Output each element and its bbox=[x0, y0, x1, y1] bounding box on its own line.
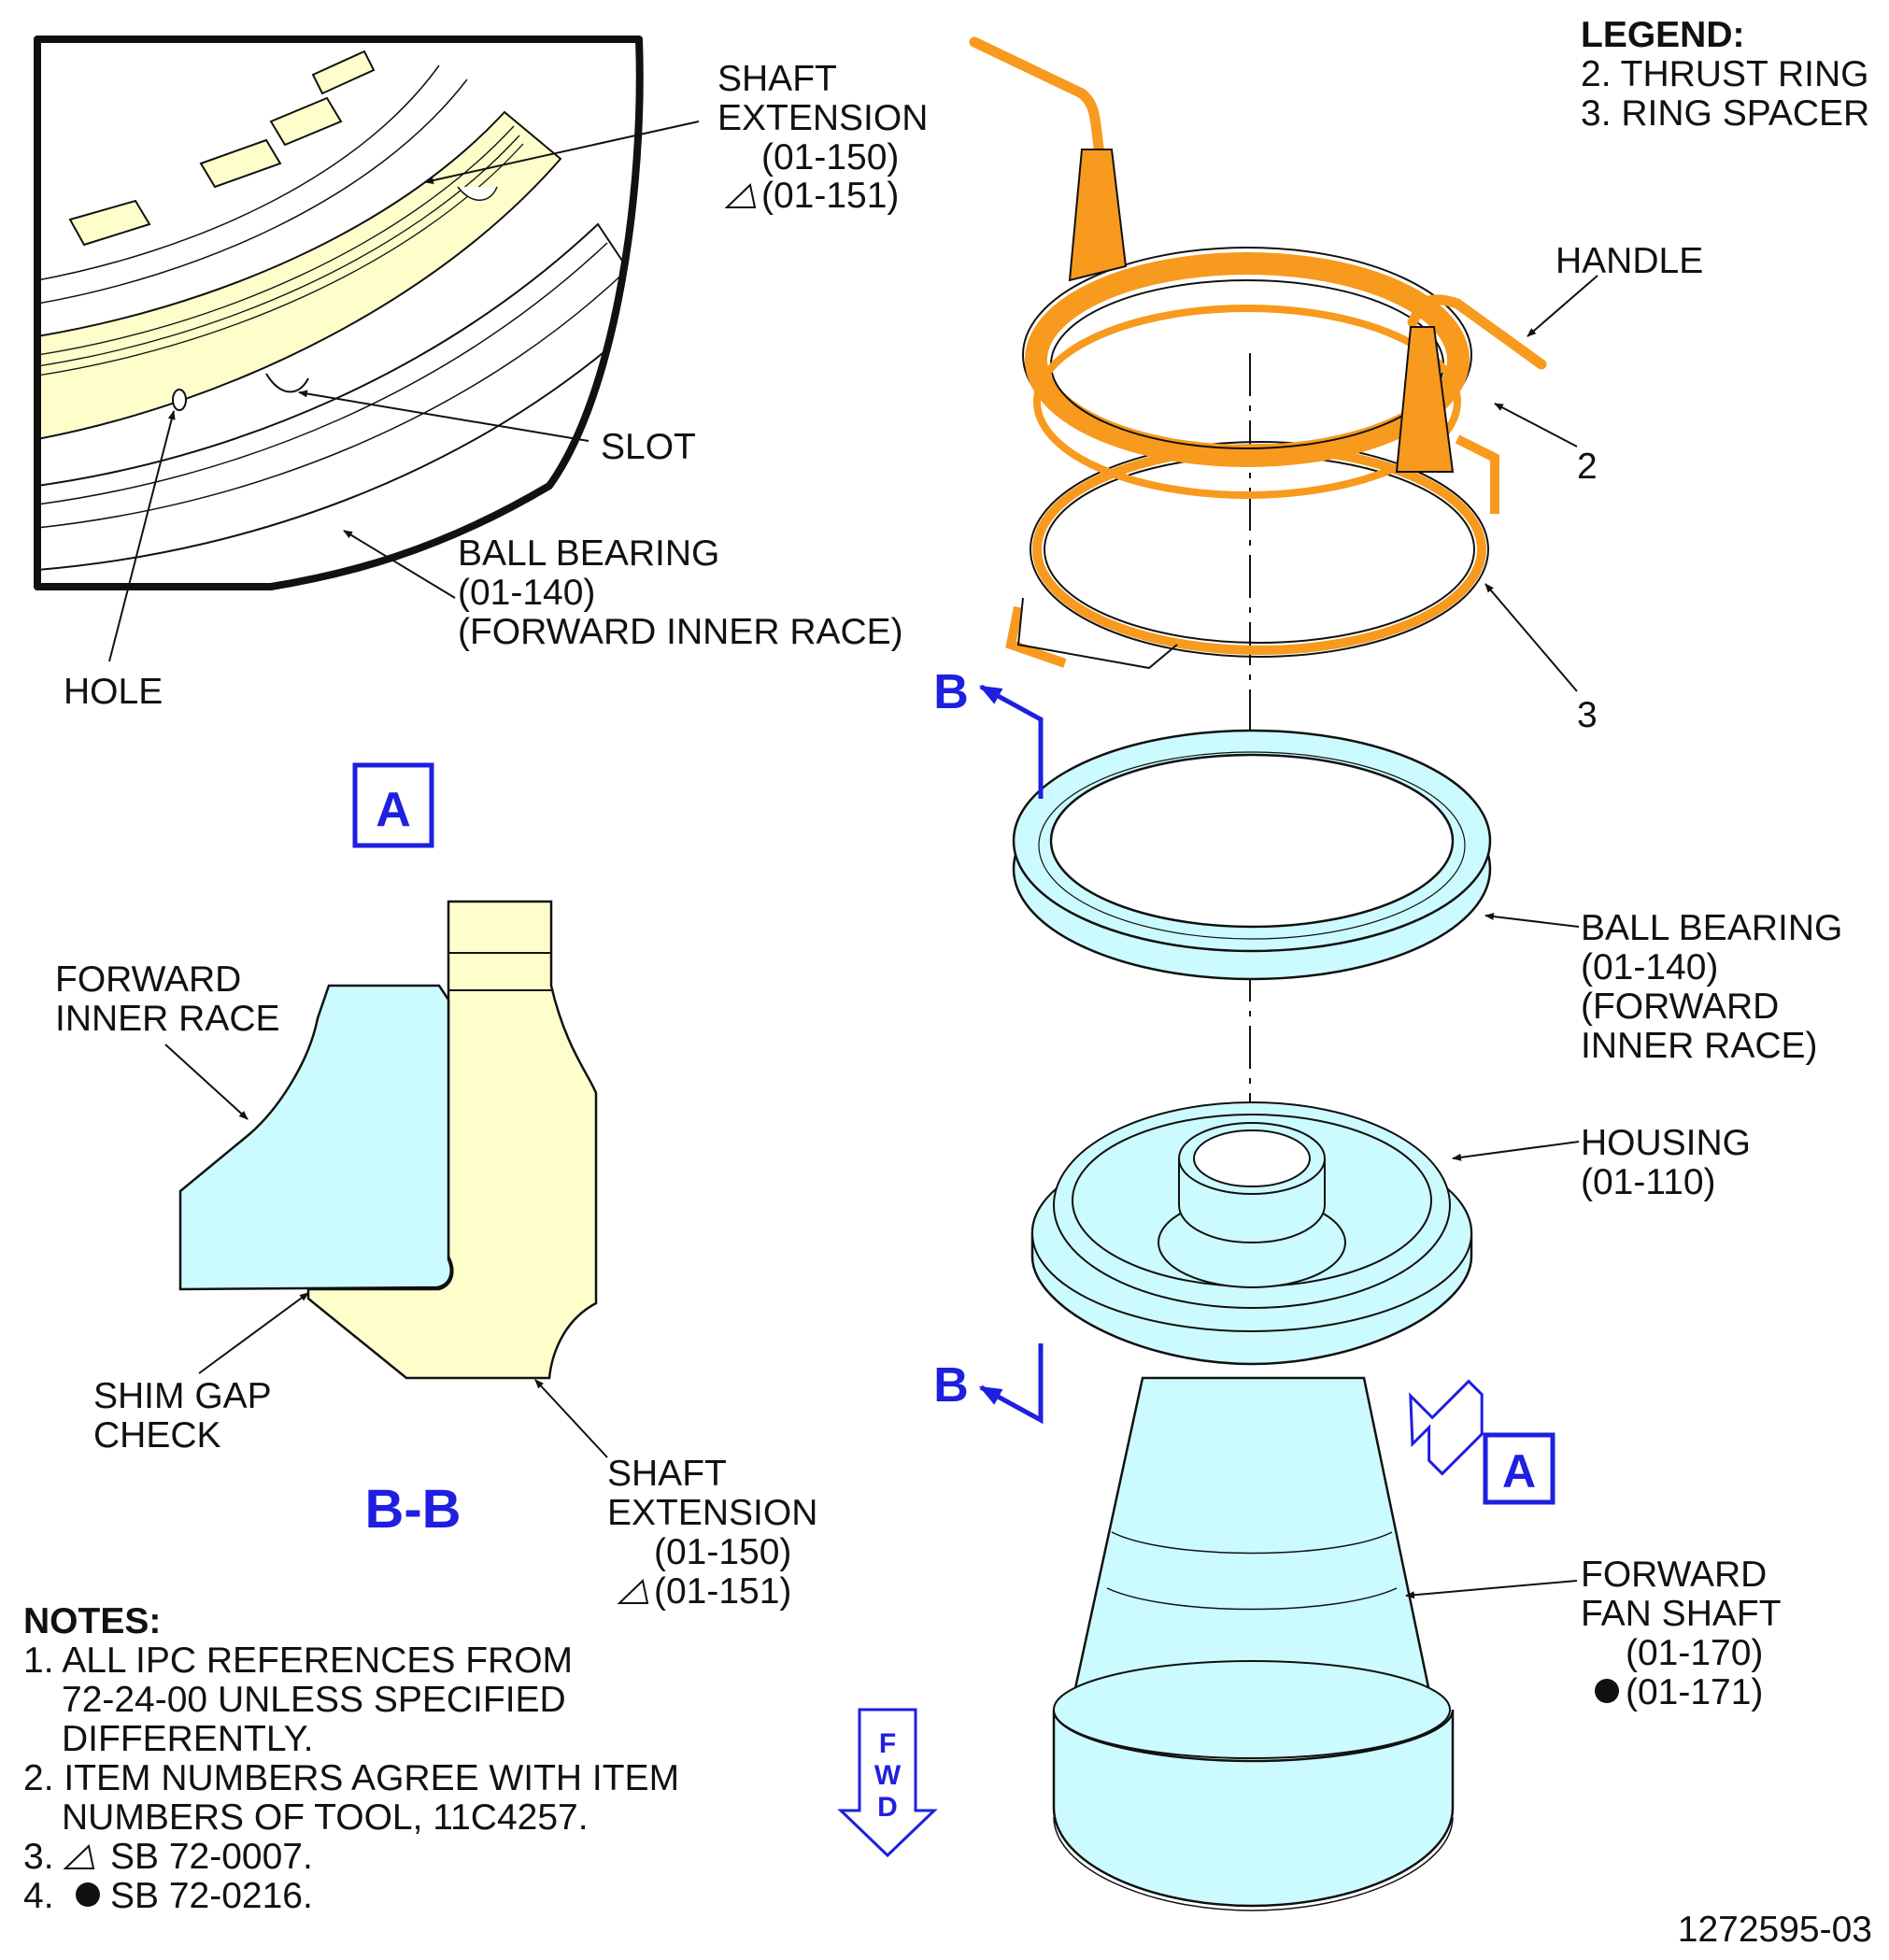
fan-shaft-label-1: FORWARD bbox=[1581, 1555, 1767, 1595]
sb-72-0007-flag-icon bbox=[617, 1579, 649, 1604]
legend-item-2: 3. RING SPACER bbox=[1581, 93, 1869, 134]
section-b-marker-bottom: B bbox=[933, 1358, 969, 1413]
ball-bearing-label-4: INNER RACE) bbox=[1581, 1026, 1818, 1066]
forward-fan-shaft bbox=[1052, 1376, 1455, 1911]
detail-slot-label: SLOT bbox=[601, 427, 696, 467]
sb-72-0216-dot-icon bbox=[1595, 1679, 1619, 1703]
notes-line-4: 2. ITEM NUMBERS AGREE WITH ITEM bbox=[23, 1758, 679, 1798]
notes-line-9: SB 72-0216. bbox=[110, 1876, 313, 1916]
ball-bearing-label-3: (FORWARD bbox=[1581, 987, 1779, 1027]
detail-shaft-extension-label-3: (01-150) bbox=[761, 137, 899, 178]
fan-shaft-label-3: (01-170) bbox=[1626, 1633, 1763, 1673]
fwd-letter-d: D bbox=[877, 1792, 898, 1823]
item-3-label: 3 bbox=[1577, 695, 1598, 735]
fan-shaft-label-2: FAN SHAFT bbox=[1581, 1594, 1782, 1634]
view-a-arrow-icon bbox=[1409, 1379, 1484, 1476]
detail-shaft-extension-label-1: SHAFT bbox=[717, 59, 837, 99]
handle-label: HANDLE bbox=[1555, 241, 1703, 281]
section-shaft-extension-label-1: SHAFT bbox=[607, 1454, 727, 1494]
section-shim-gap-check-label-1: SHIM GAP bbox=[93, 1376, 272, 1416]
housing-label-1: HOUSING bbox=[1581, 1123, 1751, 1163]
ball-bearing-ring bbox=[1012, 729, 1492, 981]
section-b-marker-top: B bbox=[933, 665, 969, 719]
ball-bearing-label-1: BALL BEARING bbox=[1581, 908, 1842, 948]
detail-hole-label: HOLE bbox=[64, 672, 163, 712]
detail-shaft-extension-label-4: (01-151) bbox=[761, 176, 899, 216]
detail-ball-bearing-label-3: (FORWARD INNER RACE) bbox=[458, 612, 903, 652]
section-shim-gap-check-label-2: CHECK bbox=[93, 1415, 221, 1456]
drawing-number: 1272595-03 bbox=[1678, 1910, 1872, 1950]
view-a-arrow-tag: A bbox=[1502, 1445, 1536, 1498]
notes-line-8: 4. bbox=[23, 1876, 54, 1916]
view-a-tag: A bbox=[376, 783, 411, 837]
detail-a-callouts bbox=[108, 121, 700, 662]
detail-shaft-extension-label-2: EXTENSION bbox=[717, 98, 928, 138]
main-callouts bbox=[1405, 275, 1598, 1599]
fwd-arrow-icon bbox=[837, 1708, 938, 1858]
notes-line-5: NUMBERS OF TOOL, 11C4257. bbox=[62, 1797, 589, 1838]
fwd-letter-f: F bbox=[879, 1728, 896, 1759]
section-b-b bbox=[178, 900, 598, 1380]
section-title: B-B bbox=[364, 1479, 461, 1540]
housing-label-2: (01-110) bbox=[1581, 1162, 1716, 1202]
view-a-arrow-tag-box bbox=[1483, 1432, 1555, 1505]
legend-item-1: 2. THRUST RING bbox=[1581, 54, 1868, 94]
notes-line-2: 72-24-00 UNLESS SPECIFIED bbox=[62, 1680, 566, 1720]
fwd-letter-w: W bbox=[874, 1760, 902, 1791]
notes-title: NOTES: bbox=[23, 1601, 161, 1641]
sb-7-0007-flag-icon bbox=[724, 183, 757, 208]
notes-line-6: 3. bbox=[23, 1837, 54, 1877]
section-b-cut-markers bbox=[978, 684, 1044, 1425]
detail-view-a bbox=[34, 36, 644, 590]
section-forward-inner-race-label-1: FORWARD bbox=[55, 959, 241, 1000]
notes-line-1: 1. ALL IPC REFERENCES FROM bbox=[23, 1640, 573, 1681]
section-shaft-extension-label-2: EXTENSION bbox=[607, 1493, 817, 1533]
section-callouts bbox=[164, 1044, 608, 1458]
ball-bearing-label-2: (01-140) bbox=[1581, 947, 1718, 987]
note-flag-icon bbox=[63, 1844, 95, 1869]
legend-title: LEGEND: bbox=[1581, 15, 1745, 55]
note-dot-icon bbox=[76, 1882, 100, 1907]
thrust-ring-tool bbox=[969, 36, 1547, 670]
notes-line-3: DIFFERENTLY. bbox=[62, 1719, 313, 1759]
fan-shaft-label-4: (01-171) bbox=[1626, 1672, 1763, 1712]
notes-line-7: SB 72-0007. bbox=[110, 1837, 313, 1877]
view-a-tag-box bbox=[352, 762, 434, 848]
detail-ball-bearing-label-2: (01-140) bbox=[458, 573, 595, 613]
housing bbox=[1030, 1101, 1473, 1366]
item-2-label: 2 bbox=[1577, 447, 1598, 487]
section-forward-inner-race-label-2: INNER RACE bbox=[55, 999, 280, 1039]
section-shaft-extension-label-3: (01-150) bbox=[654, 1532, 791, 1572]
section-shaft-extension-label-4: (01-151) bbox=[654, 1571, 791, 1612]
detail-ball-bearing-label-1: BALL BEARING bbox=[458, 533, 719, 574]
